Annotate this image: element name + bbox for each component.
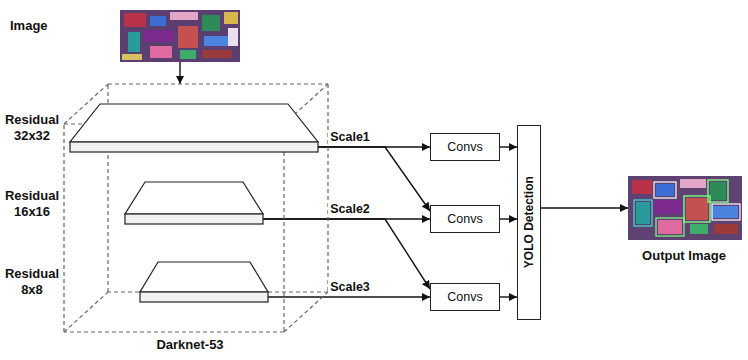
node-label: Output Image [620,248,748,264]
node-label: Residual 16x16 [2,188,62,219]
box-label: Convs [447,140,482,155]
node-label: Residual 32x32 [2,112,62,143]
connector-arrow [268,296,430,297]
dashed-edge [108,291,328,292]
backbone-box: Residual 32x32Residual 16x16Residual 8x8… [64,84,328,332]
node-label: Image [10,18,70,34]
layer-slab [140,262,268,302]
output-image-thumbnail [628,176,742,240]
residual-layer: Residual 8x8 [140,262,268,302]
dashed-edge [64,84,108,124]
dashed-edge [63,124,64,332]
dashed-edge [107,84,108,292]
dashed-edge [108,83,328,84]
scale-label: Scale2 [328,202,372,217]
slab-top [125,182,263,214]
node-label: Darknet-53 [110,337,270,353]
scale-label: Scale3 [328,280,372,295]
connector-arrow [179,62,180,84]
dashed-edge [284,84,328,124]
process-box: Convs [430,133,500,161]
detection-box: YOLO Detection [517,125,541,320]
layer-slab [125,182,263,224]
node-label: Residual 8x8 [2,266,62,297]
connector-arrow [500,146,517,147]
connector-arrow [500,218,517,219]
box-label: Convs [447,290,482,305]
dashed-edge [64,331,284,332]
layer-slab [70,104,318,152]
process-box: Convs [430,205,500,233]
connector-arrow [541,207,628,208]
input-image: Image [120,10,240,62]
box-label: YOLO Detection [522,176,536,268]
slab-side [140,292,268,302]
dashed-edge [64,292,108,332]
input-image-thumbnail [120,10,240,62]
process-box: Convs [430,283,500,311]
residual-layer: Residual 32x32 [70,104,318,152]
dashed-edge [64,123,284,124]
box-label: Convs [447,212,482,227]
scale-label: Scale1 [328,130,372,145]
slab-top [140,262,268,292]
dashed-edge [283,124,284,332]
slab-top [70,104,318,142]
dashed-edge [327,84,328,292]
connector-arrow [263,219,430,289]
output-image: Output Image [628,176,742,240]
slab-side [125,214,263,224]
dashed-edge [284,292,328,332]
slab-side [70,142,318,152]
residual-layer: Residual 16x16 [125,182,263,224]
connector-arrow [500,296,517,297]
